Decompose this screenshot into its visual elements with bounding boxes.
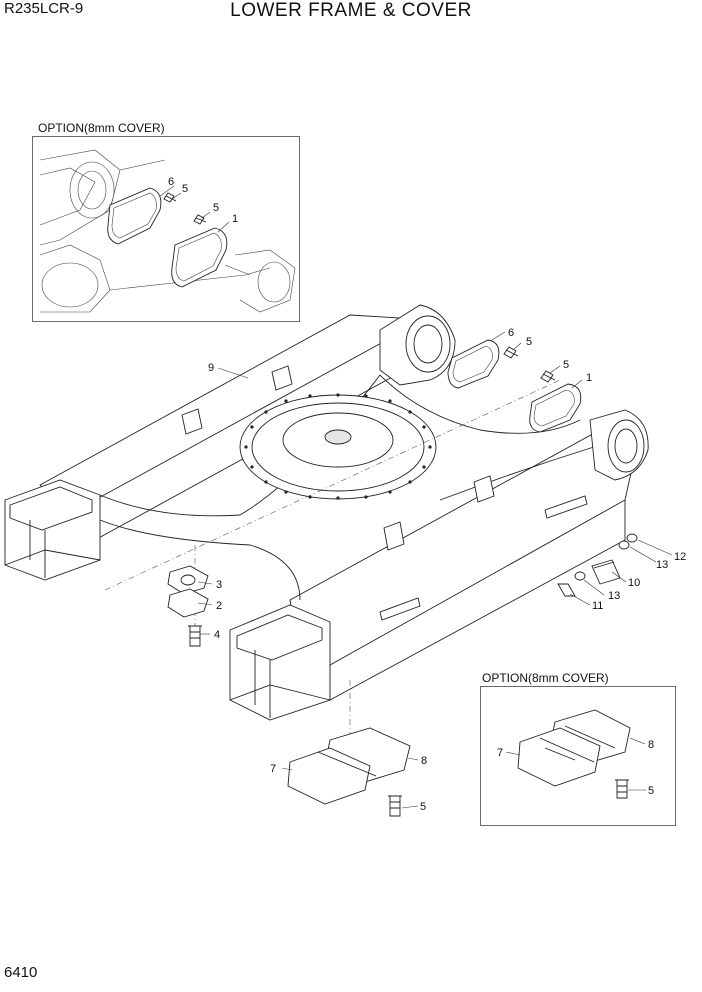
nut-12 [626, 533, 638, 543]
plate-3 [167, 565, 209, 595]
frame-lugs [181, 365, 588, 621]
main-cover-6 [447, 339, 500, 389]
plate-10 [591, 559, 621, 585]
washer-13b [574, 571, 586, 581]
callout-main-12: 12 [674, 551, 686, 563]
bottom-cover-7 [287, 747, 377, 805]
shim-2 [167, 588, 209, 618]
callout-main-13b: 13 [608, 590, 620, 602]
callout-main-10: 10 [628, 577, 640, 589]
inset-top-frame-sketch [39, 149, 296, 313]
callout-inset-top-5a: 5 [182, 183, 188, 195]
main-cover-1 [529, 383, 582, 433]
callout-main-5c: 5 [420, 801, 426, 813]
inset-top-leaders [159, 185, 230, 233]
callout-inset-top-5b: 5 [213, 202, 219, 214]
inset-top-cover-1 [171, 227, 228, 288]
inset-top-bolts [163, 192, 207, 225]
ring-bolt-holes [244, 393, 432, 500]
callout-main-6: 6 [508, 327, 514, 339]
callout-main-5a: 5 [526, 336, 532, 348]
callout-inset-top-1: 1 [232, 213, 238, 225]
callout-main-11: 11 [592, 600, 603, 612]
callout-main-5b: 5 [563, 359, 569, 371]
callout-inset-bottom-8: 8 [648, 739, 654, 751]
option-inset-bottom [480, 686, 676, 826]
page-number: 6410 [4, 964, 38, 981]
inset-bottom-bolt-5 [615, 779, 629, 799]
callout-main-8: 8 [421, 755, 427, 767]
model-code: R235LCR-9 [4, 0, 84, 17]
bolt-4 [188, 625, 202, 647]
washer-13a [618, 540, 630, 550]
callout-main-2: 2 [216, 600, 222, 612]
inset-top-cover-6 [107, 187, 162, 245]
main-bolts [503, 346, 556, 383]
callout-main-7: 7 [270, 763, 276, 775]
callout-main-1: 1 [586, 372, 592, 384]
callout-main-4: 4 [214, 629, 220, 641]
option-inset-top [32, 136, 300, 322]
bottom-bolt-5 [388, 795, 402, 817]
callout-inset-bottom-7: 7 [497, 747, 503, 759]
page-title: LOWER FRAME & COVER [230, 0, 472, 21]
bolt-11 [557, 583, 576, 597]
inset-bottom-leaders [505, 737, 646, 791]
option-inset-top-title: OPTION(8mm COVER) [38, 121, 165, 135]
callout-inset-bottom-5: 5 [648, 785, 654, 797]
callout-main-13a: 13 [656, 559, 668, 571]
callout-inset-top-6: 6 [168, 176, 174, 188]
callout-main-3: 3 [216, 579, 222, 591]
main-leaders [197, 331, 673, 809]
inset-bottom-cover-7 [517, 727, 601, 787]
swing-bearing-ring [239, 393, 437, 500]
option-inset-bottom-title: OPTION(8mm COVER) [482, 671, 609, 685]
callout-main-9: 9 [208, 362, 214, 374]
lower-frame-9 [4, 304, 649, 721]
center-lines [104, 379, 561, 735]
